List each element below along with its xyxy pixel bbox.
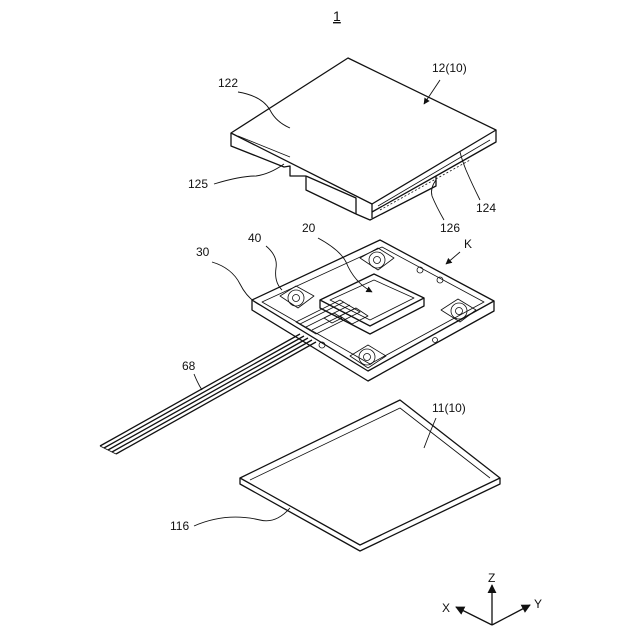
leader-cover-step [432, 180, 445, 220]
leader-view-mark [446, 252, 460, 264]
leader-base-plate [424, 418, 436, 448]
figure-number: 1 [333, 8, 341, 24]
label-frame: 40 [248, 231, 262, 245]
label-chip: 20 [302, 221, 316, 235]
label-view-mark: K [464, 237, 472, 251]
z-axis-label: Z [488, 571, 495, 585]
label-cover-top: 122 [218, 76, 238, 90]
label-base-plate: 11(10) [432, 401, 466, 415]
leader-frame [266, 246, 282, 290]
cover-part [231, 58, 496, 220]
label-cover: 12(10) [432, 61, 467, 75]
leader-cover-side [460, 152, 480, 200]
leader-cover-top [238, 92, 290, 128]
base-plate [240, 400, 500, 551]
label-cover-notch: 125 [188, 177, 208, 191]
x-axis-arrow [456, 607, 492, 625]
leader-base-edge [194, 508, 290, 526]
label-cover-side: 124 [476, 201, 496, 215]
cable-bundle [100, 334, 316, 454]
leader-cover-notch [214, 164, 284, 184]
module-assembly [252, 240, 494, 381]
label-cable: 68 [182, 359, 196, 373]
leader-cable [194, 374, 202, 390]
label-cover-step: 126 [440, 221, 460, 235]
y-axis-label: Y [534, 597, 542, 611]
x-axis-label: X [442, 601, 450, 615]
axis-triad: Z X Y [442, 571, 542, 625]
label-board: 30 [196, 245, 210, 259]
label-base-edge: 116 [170, 519, 189, 533]
y-axis-arrow [492, 605, 530, 625]
leader-cover [424, 80, 440, 104]
